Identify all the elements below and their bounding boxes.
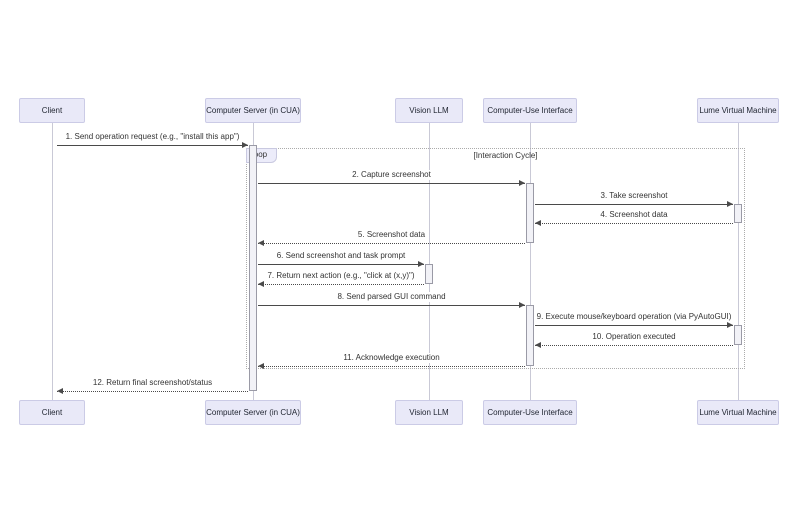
actor-bottom-cui: Computer-Use Interface [483, 400, 577, 425]
actor-top-cui: Computer-Use Interface [483, 98, 577, 123]
message-arrowhead [727, 201, 733, 207]
actor-label: Lume Virtual Machine [699, 408, 777, 417]
actor-label: Computer Server (in CUA) [206, 408, 300, 417]
message-line [535, 325, 733, 326]
activation-bar [249, 145, 257, 391]
message-label: 4. Screenshot data [598, 210, 670, 220]
lifeline-lume [737, 123, 739, 400]
message-label: 12. Return final screenshot/status [90, 378, 215, 388]
message-arrowhead [418, 261, 424, 267]
message-line [258, 183, 525, 184]
actor-label: Vision LLM [409, 106, 449, 115]
message-line [258, 284, 424, 285]
message-label: 1. Send operation request (e.g., "instal… [63, 132, 242, 142]
message-arrowhead [242, 142, 248, 148]
message-label: 5. Screenshot data [355, 230, 428, 240]
message-arrowhead [258, 363, 264, 369]
actor-bottom-client: Client [19, 400, 85, 425]
message-arrowhead [258, 281, 264, 287]
activation-bar [526, 183, 534, 243]
message-arrowhead [727, 322, 733, 328]
message-label: 11. Acknowledge execution [341, 353, 442, 363]
activation-bar [526, 305, 534, 366]
message-line [258, 264, 424, 265]
message-arrowhead [519, 302, 525, 308]
actor-top-client: Client [19, 98, 85, 123]
loop-condition: [Interaction Cycle] [473, 151, 538, 160]
message-line [57, 391, 248, 392]
actor-label: Client [41, 106, 63, 115]
actor-label: Computer-Use Interface [487, 106, 573, 115]
message-label: 3. Take screenshot [598, 191, 670, 201]
message-label: 9. Execute mouse/keyboard operation (via… [534, 312, 734, 322]
actor-bottom-server: Computer Server (in CUA) [205, 400, 301, 425]
message-line [535, 204, 733, 205]
message-label: 7. Return next action (e.g., "click at (… [265, 271, 417, 281]
actor-label: Computer-Use Interface [487, 408, 573, 417]
message-arrowhead [535, 220, 541, 226]
activation-bar [734, 204, 742, 223]
lifeline-client [51, 123, 53, 400]
message-arrowhead [258, 240, 264, 246]
actor-top-vision: Vision LLM [395, 98, 463, 123]
activation-bar [734, 325, 742, 345]
lifeline-vision [428, 123, 430, 400]
actor-top-lume: Lume Virtual Machine [697, 98, 779, 123]
message-line [258, 366, 525, 367]
message-line [535, 223, 733, 224]
lifeline-cui [529, 123, 531, 400]
actor-bottom-lume: Lume Virtual Machine [697, 400, 779, 425]
message-line [258, 243, 525, 244]
loop-frame [246, 148, 745, 369]
actor-label: Client [41, 408, 63, 417]
message-label: 8. Send parsed GUI command [335, 292, 448, 302]
actor-label: Vision LLM [409, 408, 449, 417]
message-line [535, 345, 733, 346]
message-line [57, 145, 248, 146]
message-label: 6. Send screenshot and task prompt [274, 251, 408, 261]
actor-top-server: Computer Server (in CUA) [205, 98, 301, 123]
message-line [258, 305, 525, 306]
message-arrowhead [57, 388, 63, 394]
actor-bottom-vision: Vision LLM [395, 400, 463, 425]
message-arrowhead [535, 342, 541, 348]
message-arrowhead [519, 180, 525, 186]
actor-label: Lume Virtual Machine [699, 106, 777, 115]
activation-bar [425, 264, 433, 284]
message-label: 10. Operation executed [590, 332, 678, 342]
message-label: 2. Capture screenshot [350, 170, 433, 180]
actor-label: Computer Server (in CUA) [206, 106, 300, 115]
